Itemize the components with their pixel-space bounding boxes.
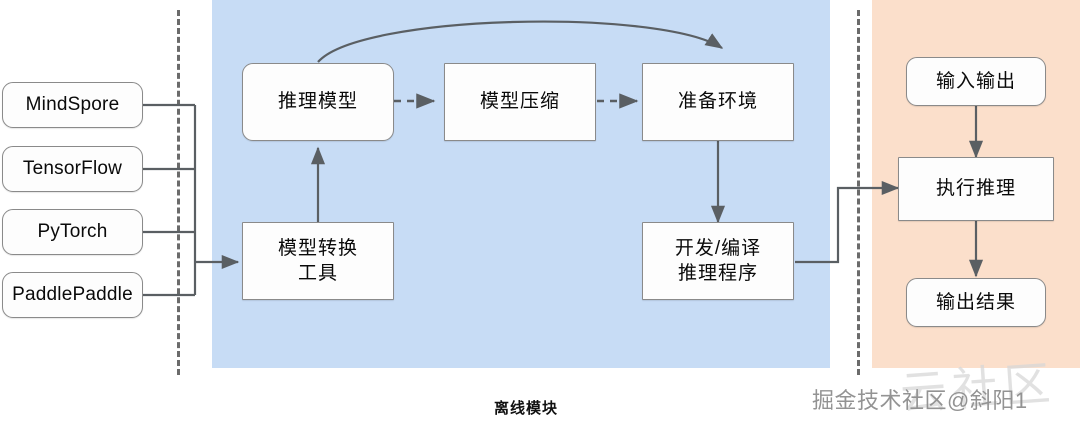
node-prepare-environment[interactable]: 准备环境 xyxy=(642,63,794,141)
framework-label-pytorch: PyTorch xyxy=(37,221,108,243)
offline-region-caption: 离线模块 xyxy=(494,400,559,417)
node-label-execute-inference: 执行推理 xyxy=(935,178,1016,200)
framework-label-paddlepaddle: PaddlePaddle xyxy=(12,284,133,306)
node-label-output-result: 输出结果 xyxy=(935,291,1016,313)
node-label-line1: 开发/编译 xyxy=(674,237,762,259)
left-dashed-separator xyxy=(177,10,180,375)
node-label-line2: 工具 xyxy=(297,263,338,284)
node-model-compression[interactable]: 模型压缩 xyxy=(444,63,596,141)
node-label-model-compression: 模型压缩 xyxy=(479,91,560,113)
framework-label-tensorflow: TensorFlow xyxy=(22,158,123,180)
framework-box-mindspore[interactable]: MindSpore xyxy=(2,82,143,128)
node-label-prepare-environment: 准备环境 xyxy=(677,91,758,113)
node-input-output[interactable]: 输入输出 xyxy=(906,57,1046,106)
offline-region-background xyxy=(212,0,830,368)
framework-box-pytorch[interactable]: PyTorch xyxy=(2,209,143,255)
framework-box-paddlepaddle[interactable]: PaddlePaddle xyxy=(2,272,143,318)
node-label-input-output: 输入输出 xyxy=(935,70,1016,92)
node-label-line1: 模型转换 xyxy=(277,237,358,259)
node-label-develop-compile-program: 开发/编译 推理程序 xyxy=(675,236,761,286)
credit-watermark: 掘金技术社区@斜阳1 xyxy=(812,388,1028,413)
node-develop-compile-program[interactable]: 开发/编译 推理程序 xyxy=(642,222,794,300)
right-dashed-separator xyxy=(857,10,860,375)
node-label-line2: 推理程序 xyxy=(677,263,758,284)
node-model-conversion-tool[interactable]: 模型转换 工具 xyxy=(242,222,394,300)
node-label-inference-model: 推理模型 xyxy=(277,91,358,113)
node-label-model-conversion-tool: 模型转换 工具 xyxy=(278,236,358,286)
node-output-result[interactable]: 输出结果 xyxy=(906,278,1046,327)
framework-box-tensorflow[interactable]: TensorFlow xyxy=(2,146,143,192)
framework-label-mindspore: MindSpore xyxy=(25,94,120,116)
node-inference-model[interactable]: 推理模型 xyxy=(242,63,394,141)
node-execute-inference[interactable]: 执行推理 xyxy=(898,157,1054,221)
